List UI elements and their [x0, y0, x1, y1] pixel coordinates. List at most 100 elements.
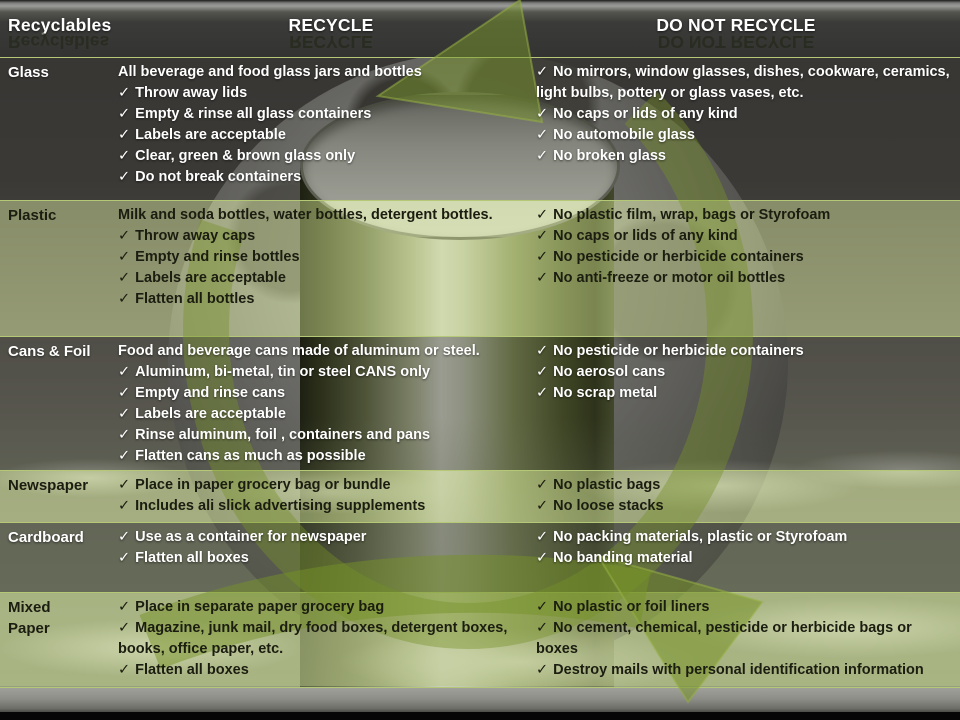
- list-item-text: Rinse aluminum, foil , containers and pa…: [135, 427, 431, 443]
- list-item: ✓Aluminum, bi-metal, tin or steel CANS o…: [118, 362, 518, 383]
- recycle-cell: ✓Use as a container for newspaper✓Flatte…: [112, 522, 524, 592]
- do-not-recycle-cell: ✓No packing materials, plastic or Styrof…: [524, 522, 960, 592]
- check-icon: ✓: [118, 364, 131, 380]
- check-icon: ✓: [536, 529, 549, 545]
- list-item-text: No plastic film, wrap, bags or Styrofoam: [553, 207, 831, 223]
- list-item: All beverage and food glass jars and bot…: [118, 62, 518, 83]
- do-not-recycle-cell: ✓No mirrors, window glasses, dishes, coo…: [524, 57, 960, 200]
- list-item-text: Flatten all boxes: [135, 550, 249, 566]
- list-item: ✓No caps or lids of any kind: [536, 226, 952, 247]
- list-item: ✓Do not break containers: [118, 167, 518, 188]
- check-icon: ✓: [118, 169, 131, 185]
- check-icon: ✓: [536, 249, 549, 265]
- header-do-not-recycle: DO NOT RECYCLE DO NOT RECYCLE: [512, 0, 960, 57]
- check-icon: ✓: [118, 498, 131, 514]
- list-item: ✓Use as a container for newspaper: [118, 527, 518, 548]
- list-item: ✓No scrap metal: [536, 383, 952, 404]
- list-item: ✓Throw away lids: [118, 83, 518, 104]
- check-icon: ✓: [118, 148, 131, 164]
- check-icon: ✓: [118, 270, 131, 286]
- list-item: ✓Destroy mails with personal identificat…: [536, 660, 952, 681]
- list-item-text: Do not break containers: [135, 169, 302, 185]
- row-band: [0, 336, 960, 470]
- list-item: ✓Magazine, junk mail, dry food boxes, de…: [118, 618, 518, 660]
- check-icon: ✓: [536, 64, 549, 80]
- list-item: ✓Empty and rinse bottles: [118, 247, 518, 268]
- check-icon: ✓: [118, 448, 131, 464]
- header-recyclables-reflection: Recyclables: [8, 32, 110, 52]
- check-icon: ✓: [118, 85, 131, 101]
- list-item: ✓Clear, green & brown glass only: [118, 146, 518, 167]
- list-item-text: Includes ali slick advertising supplemen…: [135, 498, 426, 514]
- list-item-text: No pesticide or herbicide containers: [553, 249, 804, 265]
- list-item: ✓No plastic bags: [536, 475, 952, 496]
- header-recycle-label: RECYCLE: [288, 15, 374, 35]
- check-icon: ✓: [118, 106, 131, 122]
- list-item: ✓No plastic or foil liners: [536, 597, 952, 618]
- list-item: ✓No pesticide or herbicide containers: [536, 247, 952, 268]
- check-icon: ✓: [118, 228, 131, 244]
- check-icon: ✓: [536, 343, 549, 359]
- check-icon: ✓: [118, 385, 131, 401]
- check-icon: ✓: [536, 106, 549, 122]
- header-recycle-reflection: RECYCLE: [289, 32, 373, 52]
- list-item-text: No mirrors, window glasses, dishes, cook…: [536, 64, 950, 101]
- bottom-black-bar: [0, 712, 960, 720]
- check-icon: ✓: [536, 270, 549, 286]
- list-item: ✓Empty and rinse cans: [118, 383, 518, 404]
- row-label: Mixed Paper: [8, 599, 51, 637]
- list-item: ✓No broken glass: [536, 146, 952, 167]
- header-do-not-recycle-label: DO NOT RECYCLE: [656, 15, 816, 35]
- check-icon: ✓: [536, 228, 549, 244]
- check-icon: ✓: [118, 620, 131, 636]
- recycle-cell: All beverage and food glass jars and bot…: [112, 57, 524, 200]
- recycle-cell: ✓Place in paper grocery bag or bundle✓In…: [112, 470, 524, 522]
- list-item-text: Use as a container for newspaper: [135, 529, 367, 545]
- check-icon: ✓: [118, 427, 131, 443]
- list-item: Milk and soda bottles, water bottles, de…: [118, 205, 518, 226]
- check-icon: ✓: [118, 529, 131, 545]
- check-icon: ✓: [536, 364, 549, 380]
- list-item-text: No pesticide or herbicide containers: [553, 343, 804, 359]
- recycle-cell: ✓Place in separate paper grocery bag✓Mag…: [112, 592, 524, 686]
- list-item: ✓Flatten cans as much as possible: [118, 446, 518, 467]
- table-header: Recyclables Recyclables RECYCLE RECYCLE …: [0, 0, 960, 57]
- list-item: ✓No caps or lids of any kind: [536, 104, 952, 125]
- list-item: ✓No packing materials, plastic or Styrof…: [536, 527, 952, 548]
- list-item: ✓No aerosol cans: [536, 362, 952, 383]
- list-item-text: No anti-freeze or motor oil bottles: [553, 270, 786, 286]
- list-item-text: Empty and rinse bottles: [135, 249, 300, 265]
- list-item: ✓Flatten all boxes: [118, 660, 518, 681]
- check-icon: ✓: [118, 249, 131, 265]
- check-icon: ✓: [118, 127, 131, 143]
- list-item-text: No caps or lids of any kind: [553, 228, 738, 244]
- check-icon: ✓: [536, 127, 549, 143]
- list-item-text: No banding material: [553, 550, 693, 566]
- check-icon: ✓: [536, 599, 549, 615]
- do-not-recycle-cell: ✓No plastic film, wrap, bags or Styrofoa…: [524, 200, 960, 336]
- list-item-text: Labels are acceptable: [135, 127, 286, 143]
- list-item-text: Magazine, junk mail, dry food boxes, det…: [118, 620, 508, 657]
- check-icon: ✓: [118, 406, 131, 422]
- list-item: ✓No anti-freeze or motor oil bottles: [536, 268, 952, 289]
- check-icon: ✓: [536, 477, 549, 493]
- do-not-recycle-cell: ✓No pesticide or herbicide containers✓No…: [524, 336, 960, 470]
- list-item-text: Destroy mails with personal identificati…: [553, 662, 924, 678]
- list-item-text: All beverage and food glass jars and bot…: [118, 64, 422, 80]
- list-item: ✓Flatten all boxes: [118, 548, 518, 569]
- list-item-text: Labels are acceptable: [135, 406, 286, 422]
- list-item: ✓No loose stacks: [536, 496, 952, 517]
- check-icon: ✓: [536, 662, 549, 678]
- list-item-text: Aluminum, bi-metal, tin or steel CANS on…: [135, 364, 431, 380]
- list-item-text: No aerosol cans: [553, 364, 666, 380]
- list-item-text: Flatten all bottles: [135, 291, 255, 307]
- check-icon: ✓: [536, 550, 549, 566]
- check-icon: ✓: [536, 385, 549, 401]
- table-row: Newspaper✓Place in paper grocery bag or …: [0, 470, 960, 522]
- list-item-text: No scrap metal: [553, 385, 658, 401]
- list-item: ✓Throw away caps: [118, 226, 518, 247]
